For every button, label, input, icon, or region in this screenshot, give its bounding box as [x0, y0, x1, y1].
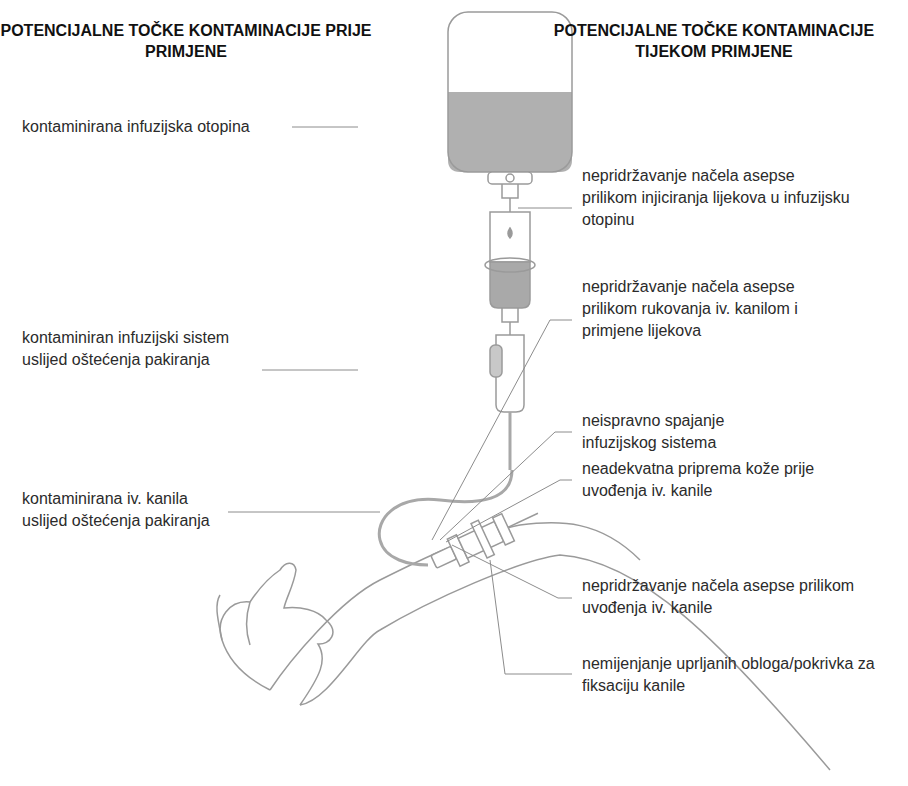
hand-outline — [217, 595, 250, 645]
infusion-bag — [448, 12, 572, 212]
contamination-point: nepridržavanje načela asepse prilikom ru… — [582, 276, 852, 342]
hand-outline — [220, 563, 333, 705]
contamination-point: nepridržavanje načela asepse prilikom uv… — [582, 575, 857, 619]
contamination-point: nemijenjanje uprljanih obloga/pokrivka z… — [582, 653, 904, 697]
drip-chamber — [485, 212, 535, 335]
contamination-point: kontaminiran infuzijski sistem uslijed o… — [22, 327, 254, 371]
contamination-point: kontaminirana iv. kanila uslijed oštećen… — [22, 488, 227, 532]
leader-lines — [228, 127, 572, 674]
contamination-point: kontaminirana infuzijska otopina — [22, 116, 284, 138]
column-heading: POTENCIJALNE TOČKE KONTAMINACIJE TIJEKOM… — [524, 20, 904, 62]
contamination-point: neadekvatna priprema kože prije uvođenja… — [582, 458, 842, 502]
contamination-point: nepridržavanje načela asepse prilikom in… — [582, 165, 852, 231]
roller-clamp — [490, 335, 524, 470]
cannula — [426, 496, 546, 579]
contamination-point: neispravno spajanje infuzijskog sistema — [582, 410, 802, 454]
column-heading: POTENCIJALNE TOČKE KONTAMINACIJE PRIJE P… — [0, 20, 372, 62]
